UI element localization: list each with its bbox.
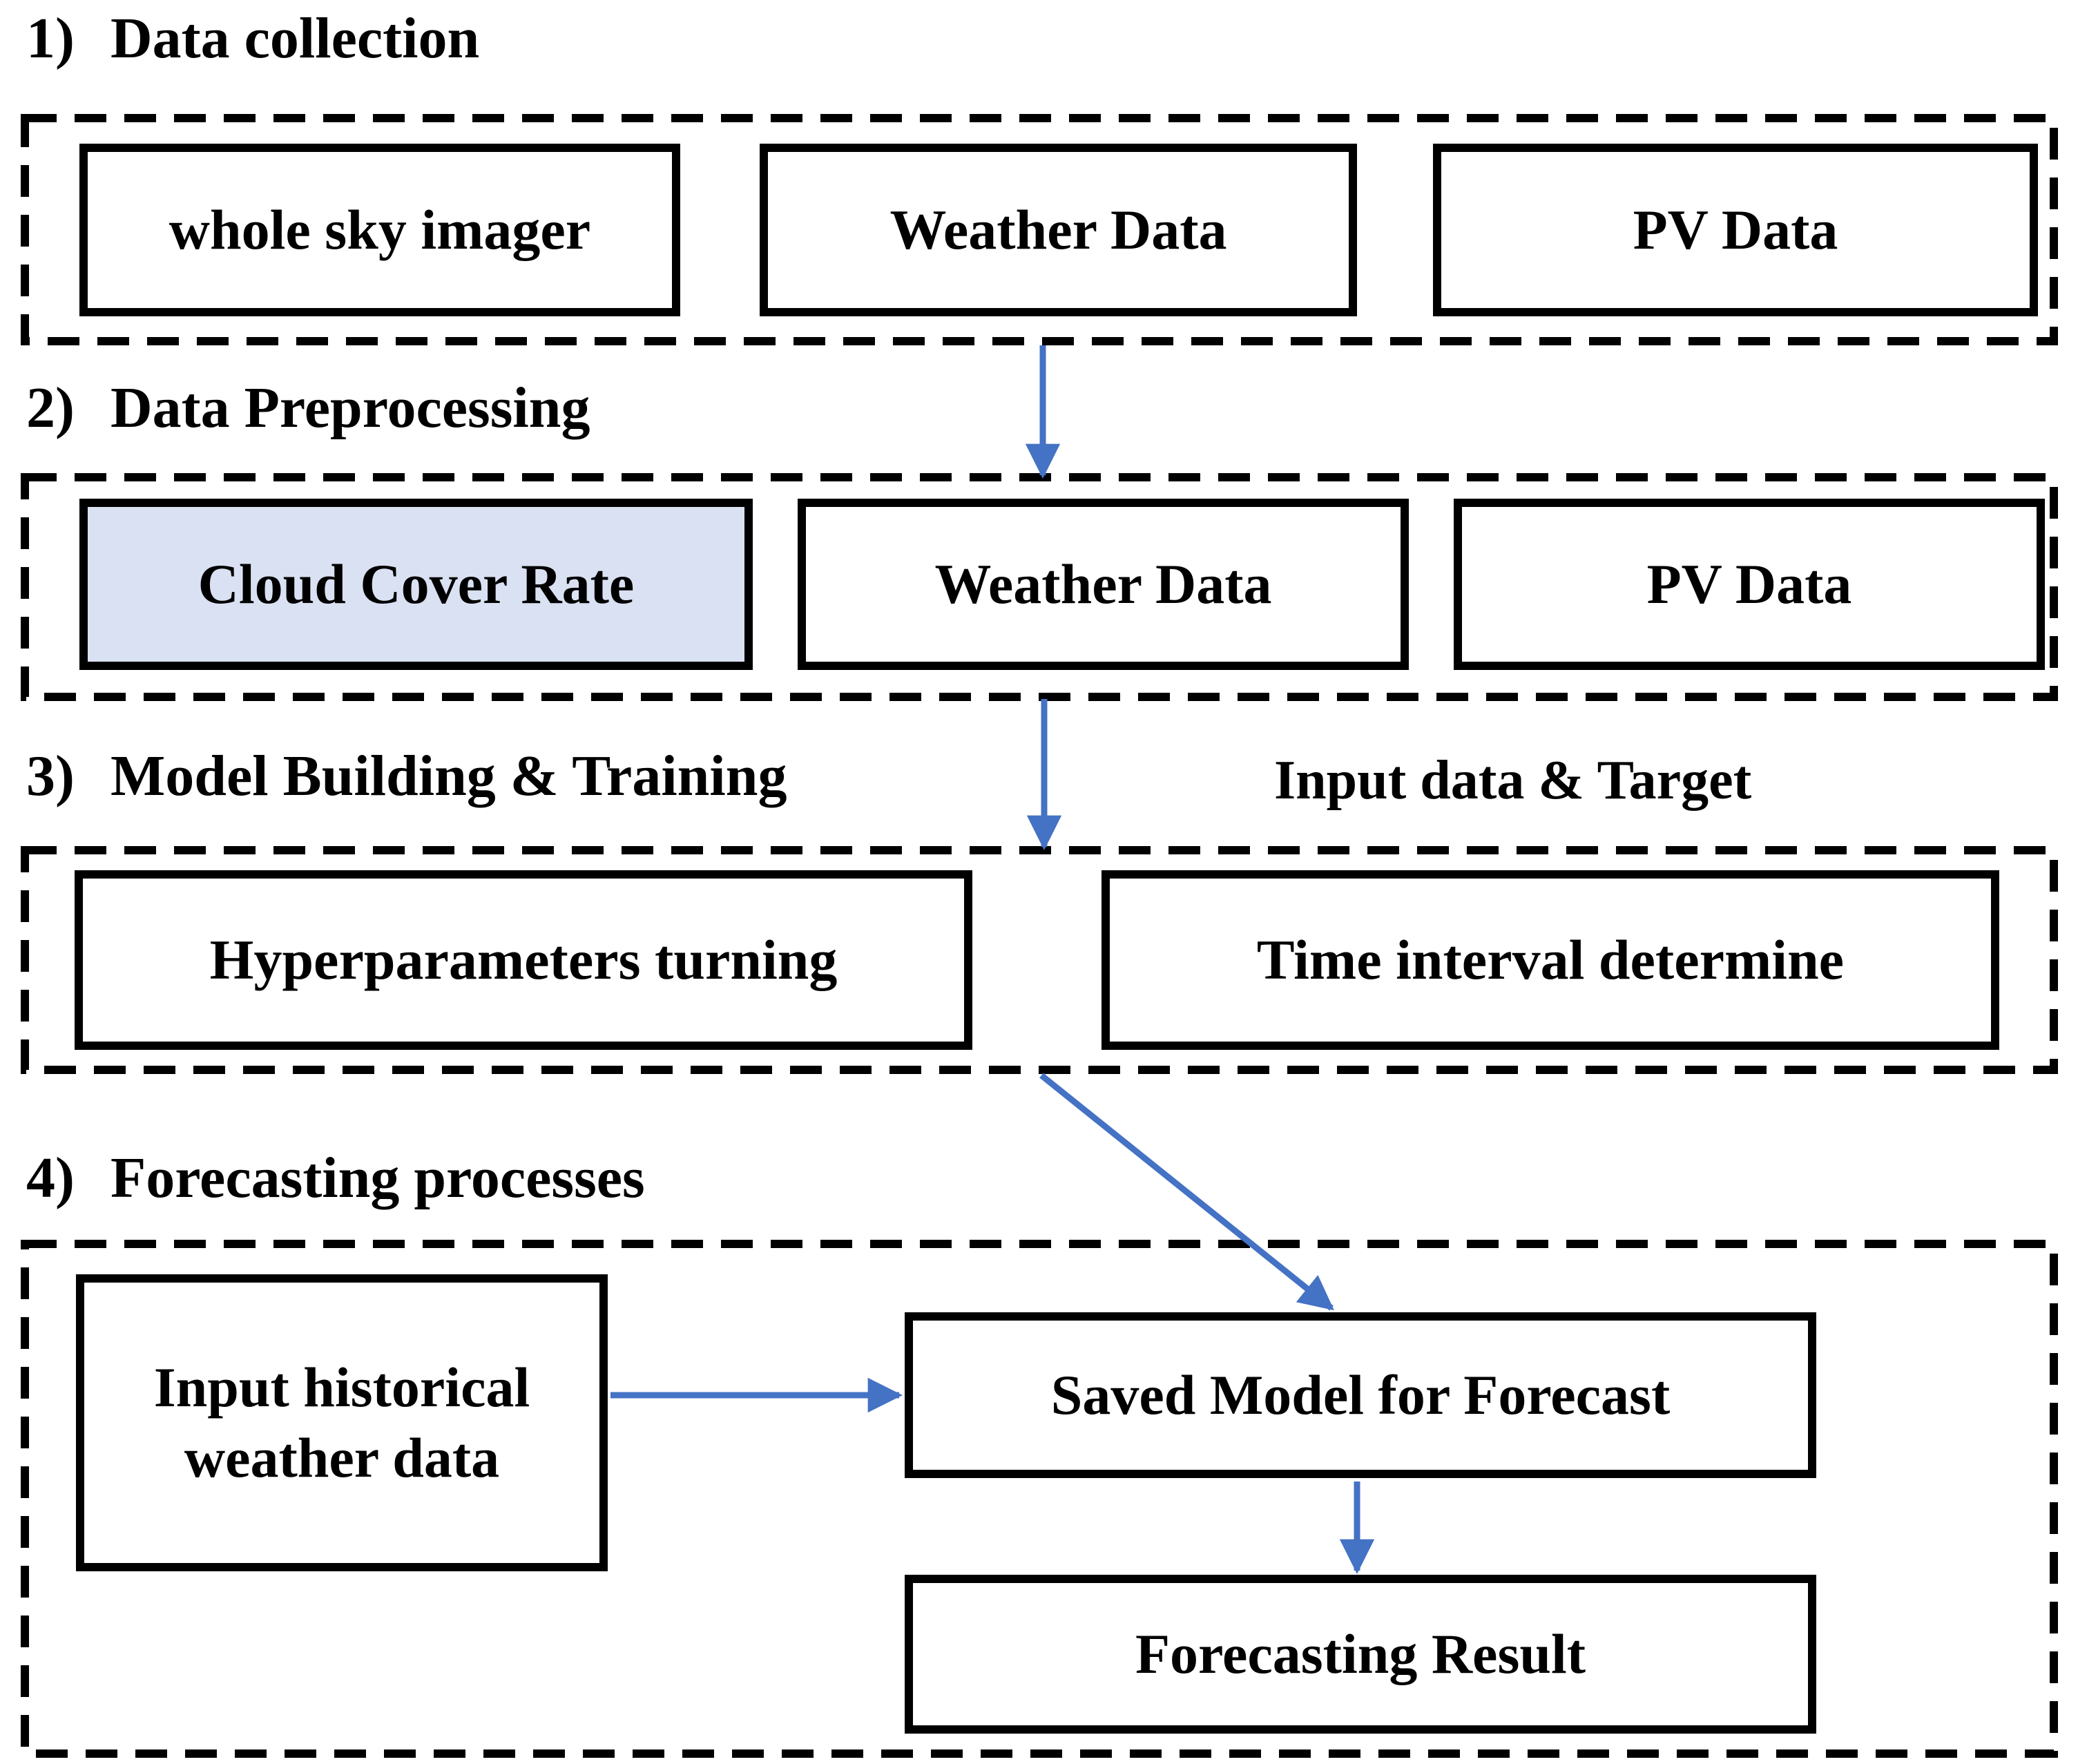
section-title: Data Preprocessing <box>110 376 590 440</box>
section-title: Model Building & Training <box>110 744 787 808</box>
node-label: Saved Model for Forecast <box>1050 1363 1671 1426</box>
node-forecasting-result: Forecasting Result <box>905 1575 1816 1734</box>
section-heading-model-building: 3) Model Building & Training <box>26 744 787 808</box>
node-input-historical-weather-data: Input historical weather data <box>76 1274 608 1571</box>
node-pv-data-preprocessing: PV Data <box>1454 499 2045 670</box>
section-heading-data-preprocessing: 2) Data Preprocessing <box>26 376 590 440</box>
section-number: 2) <box>26 376 75 440</box>
node-label: Weather Data <box>889 198 1227 261</box>
section-number: 1) <box>26 6 75 70</box>
node-label: Forecasting Result <box>1135 1622 1586 1685</box>
node-label: Hyperparameters turning <box>209 928 838 991</box>
node-saved-model-for-forecast: Saved Model for Forecast <box>905 1312 1816 1478</box>
node-label: whole sky imager <box>169 198 591 261</box>
section-title: Forecasting processes <box>110 1146 645 1210</box>
arrow-model-to-saved-model <box>1039 1073 1334 1311</box>
section-title: Data collection <box>110 6 480 70</box>
node-label: Weather Data <box>934 552 1272 615</box>
node-label: Input historical weather data <box>153 1355 530 1490</box>
node-time-interval-determine: Time interval determine <box>1101 870 1999 1050</box>
node-label: Time interval determine <box>1256 928 1845 991</box>
node-hyperparameters-turning: Hyperparameters turning <box>75 870 972 1050</box>
node-cloud-cover-rate: Cloud Cover Rate <box>79 499 753 670</box>
node-pv-data-collection: PV Data <box>1433 144 2038 316</box>
section-heading-data-collection: 1) Data collection <box>26 6 480 70</box>
node-label: PV Data <box>1633 198 1838 261</box>
section-number: 4) <box>26 1146 75 1210</box>
node-whole-sky-imager: whole sky imager <box>79 144 680 316</box>
node-weather-data-preprocessing: Weather Data <box>798 499 1409 670</box>
section-number: 3) <box>26 744 75 808</box>
node-label: Cloud Cover Rate <box>198 552 635 615</box>
section-heading-forecasting: 4) Forecasting processes <box>26 1146 645 1210</box>
node-weather-data-collection: Weather Data <box>760 144 1357 316</box>
input-data-target-label: Input data & Target <box>1274 750 1752 811</box>
node-label: PV Data <box>1646 552 1852 615</box>
